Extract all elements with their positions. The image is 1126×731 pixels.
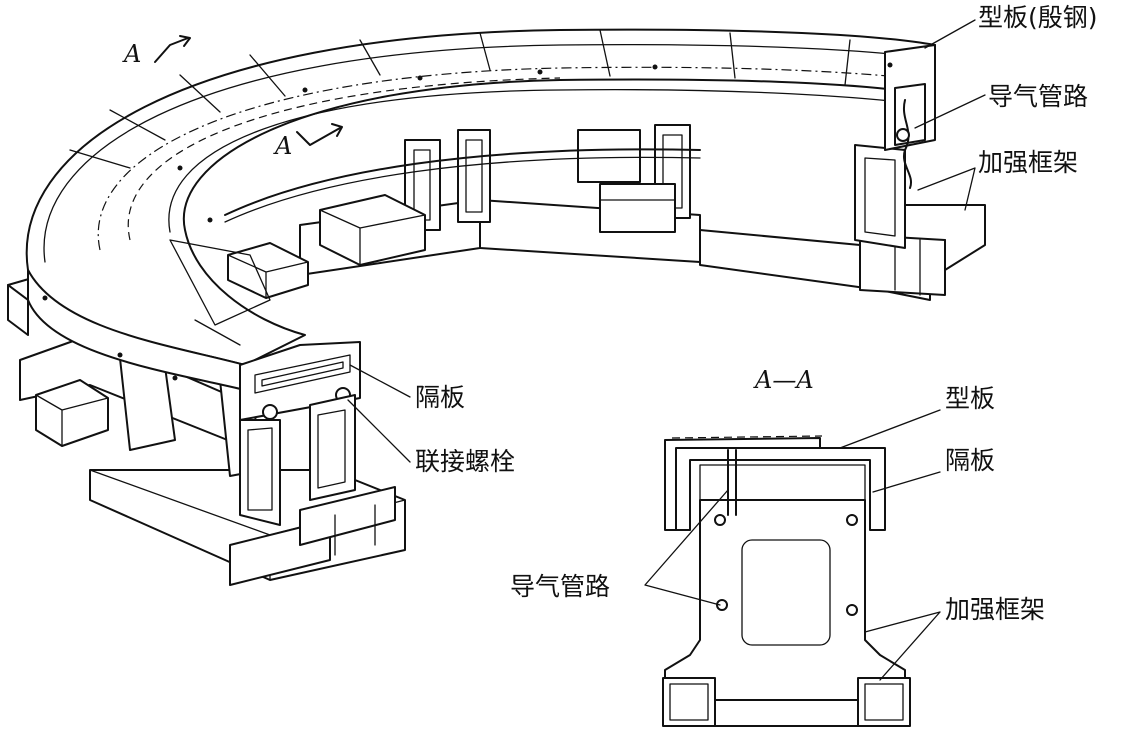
inner-blocks	[227, 129, 676, 299]
front-partition	[239, 341, 361, 526]
rivet-dots	[42, 62, 893, 381]
section-arrow-inner	[296, 123, 343, 146]
label-template-section: 型板	[945, 384, 996, 413]
label-air-duct-main: 导气管路	[988, 82, 1089, 111]
curved-template-ring	[25, 28, 936, 391]
label-partition-main: 隔板	[415, 383, 466, 412]
label-bolt: 联接螺栓	[415, 447, 516, 476]
section-view-title: A—A	[755, 366, 814, 394]
section-view-aa	[644, 409, 941, 727]
label-partition-section: 隔板	[945, 446, 996, 475]
label-template-invar: 型板(殷钢)	[978, 3, 1098, 32]
main-isometric-view	[7, 19, 986, 586]
inner-air-duct	[224, 148, 701, 216]
label-frame-section: 加强框架	[945, 595, 1046, 624]
section-marker-top: A	[124, 40, 142, 68]
inner-uprights	[117, 124, 906, 477]
label-air-duct-section: 导气管路	[510, 572, 611, 601]
base-frame-left	[7, 269, 406, 586]
label-frame-main: 加强框架	[978, 148, 1079, 177]
leader-lines-main	[347, 19, 986, 463]
section-arrow-top	[154, 35, 191, 63]
section-marker-inner: A	[275, 132, 293, 160]
